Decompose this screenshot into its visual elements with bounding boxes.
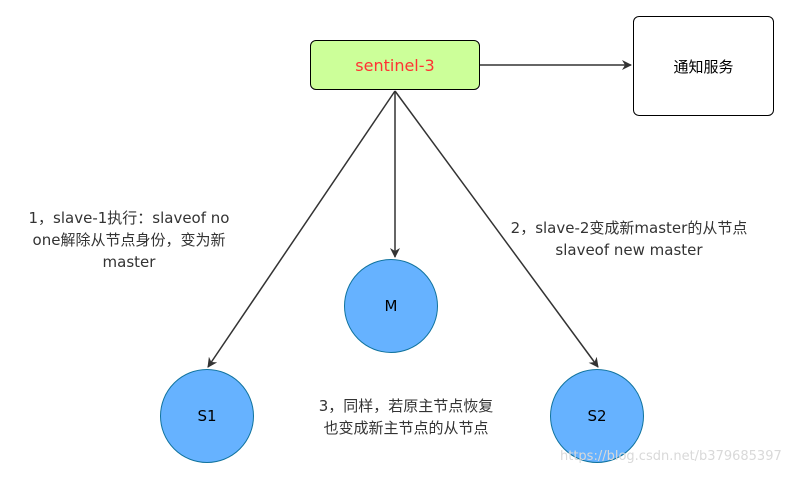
slave-1-node: S1 <box>160 369 254 463</box>
step-3-note: 3，同样，若原主节点恢复 也变成新主节点的从节点 <box>288 395 524 439</box>
edge-sentinel-to-s2 <box>394 90 599 368</box>
slave-1-label: S1 <box>197 407 217 425</box>
step-1-line-1: 1，slave-1执行：slaveof no <box>28 209 230 227</box>
notify-service-label: 通知服务 <box>673 57 734 76</box>
step-3-line-1: 3，同样，若原主节点恢复 <box>318 397 494 415</box>
sentinel-node: sentinel-3 <box>310 40 480 90</box>
sentinel-label: sentinel-3 <box>355 55 435 75</box>
watermark-url: https://blog.csdn.net/b379685397 <box>560 449 782 464</box>
edge-sentinel-to-s1 <box>207 90 396 368</box>
master-node: M <box>344 259 438 353</box>
step-1-note: 1，slave-1执行：slaveof no one解除从节点身份，变为新 ma… <box>6 207 252 273</box>
slave-2-node: S2 <box>550 369 644 463</box>
step-2-line-1: 2，slave-2变成新master的从节点 <box>510 219 748 237</box>
master-label: M <box>384 297 398 315</box>
notify-service-node: 通知服务 <box>633 16 774 116</box>
step-3-line-2: 也变成新主节点的从节点 <box>323 419 489 437</box>
slave-2-label: S2 <box>587 407 607 425</box>
step-1-line-2: one解除从节点身份，变为新 <box>32 231 226 249</box>
step-2-note: 2，slave-2变成新master的从节点 slaveof new maste… <box>496 217 762 261</box>
step-1-line-3: master <box>102 253 156 271</box>
step-2-line-2: slaveof new master <box>555 241 703 259</box>
